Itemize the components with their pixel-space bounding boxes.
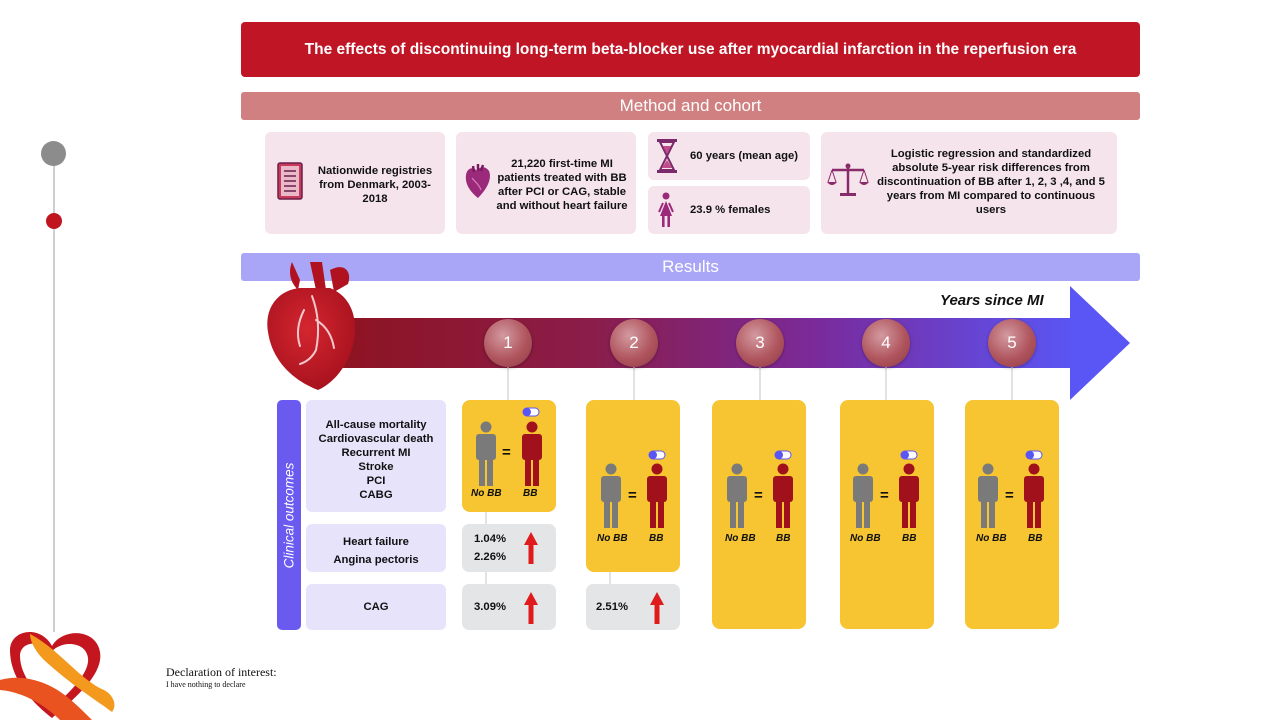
rail-node-grey[interactable]	[41, 141, 66, 166]
outcome-heart-failure: Heart failure	[343, 536, 409, 548]
no-bb-person-icon	[727, 463, 747, 528]
pill-icon	[774, 450, 792, 460]
timeline-label: Years since MI	[940, 292, 1044, 309]
registries-text: Nationwide registries from Denmark, 2003…	[317, 165, 433, 205]
year-3-comparison: = No BB BB	[712, 445, 806, 557]
outcome-cabg: CABG	[359, 489, 393, 501]
year-2-cag-value: 2.51%	[596, 601, 629, 613]
year-5-equivalence-box	[965, 400, 1059, 629]
year-1-cag-box: 3.09%	[462, 584, 556, 630]
year-1-heart-failure-value: 1.04%	[474, 533, 507, 545]
year-5-comparison: = No BB BB	[965, 445, 1059, 557]
year-4-no-bb-label: No BB	[850, 533, 881, 544]
year-5-bb-label: BB	[1028, 533, 1043, 544]
year-2-equals-sign: =	[628, 487, 637, 504]
year-1-equals-sign: =	[502, 444, 511, 461]
year-1-bb-label: BB	[523, 488, 538, 499]
outcome-angina-pectoris: Angina pectoris	[333, 554, 419, 566]
pill-icon	[900, 450, 918, 460]
outcomes-group-mortality: All-cause mortality Cardiovascular death…	[306, 400, 446, 512]
female-icon	[658, 192, 674, 227]
outcome-stroke: Stroke	[358, 461, 394, 473]
results-heading: Results	[241, 253, 1140, 281]
hourglass-icon	[657, 139, 677, 173]
analysis-text: Logistic regression and standardized abs…	[877, 148, 1105, 216]
year-4-comparison: = No BB BB	[840, 445, 934, 557]
year-1-cag-value: 3.09%	[474, 601, 507, 613]
year-3-bb-label: BB	[776, 533, 791, 544]
age-card: 60 years (mean age)	[648, 132, 810, 180]
heart-icon	[465, 164, 490, 198]
year-5-equals-sign: =	[1005, 487, 1014, 504]
outcome-cardiovascular-death: Cardiovascular death	[318, 433, 434, 445]
clinical-outcomes-bar	[277, 400, 301, 630]
outcome-pci: PCI	[366, 475, 386, 487]
year-1-marker: 1	[484, 319, 532, 367]
no-bb-person-icon	[476, 421, 496, 486]
bb-person-icon	[899, 463, 919, 528]
year-4-marker: 4	[862, 319, 910, 367]
no-bb-person-icon	[601, 463, 621, 528]
page-title: The effects of discontinuing long-term b…	[241, 22, 1140, 77]
year-4-bb-label: BB	[902, 533, 917, 544]
age-text: 60 years (mean age)	[690, 150, 799, 162]
year-1-no-bb-label: No BB	[471, 488, 502, 499]
no-bb-person-icon	[853, 463, 873, 528]
method-heading: Method and cohort	[241, 92, 1140, 120]
year-2-cag-box: 2.51%	[586, 584, 680, 630]
year-2-bb-label: BB	[649, 533, 664, 544]
year-2-marker: 2	[610, 319, 658, 367]
clinical-outcomes-wrap: Clinical outcomes	[277, 400, 301, 630]
pill-icon	[522, 407, 540, 417]
year-5-marker: 5	[988, 319, 1036, 367]
registries-card: Nationwide registries from Denmark, 2003…	[265, 132, 445, 234]
analysis-card: Logistic regression and standardized abs…	[821, 132, 1117, 234]
patients-text: 21,220 first-time MI patients treated wi…	[496, 158, 628, 212]
year-5-no-bb-label: No BB	[976, 533, 1007, 544]
outcome-all-cause-mortality: All-cause mortality	[325, 419, 427, 431]
outcomes-group-cag: CAG	[306, 584, 446, 630]
outcome-recurrent-mi: Recurrent MI	[341, 447, 411, 459]
females-card: 23.9 % females	[648, 186, 810, 234]
year-2-comparison: = No BB BB	[586, 445, 680, 557]
bb-person-icon	[773, 463, 793, 528]
anatomical-heart-icon	[267, 262, 355, 390]
up-arrow-icon	[650, 592, 664, 624]
patients-card: 21,220 first-time MI patients treated wi…	[456, 132, 636, 234]
bb-person-icon	[1024, 463, 1044, 528]
bb-person-icon	[647, 463, 667, 528]
females-text: 23.9 % females	[690, 204, 771, 216]
no-bb-person-icon	[978, 463, 998, 528]
year-3-no-bb-label: No BB	[725, 533, 756, 544]
declaration-title: Declaration of interest:	[166, 665, 277, 679]
scales-icon	[827, 163, 869, 196]
document-list-icon	[277, 162, 303, 200]
year-1-comparison: = No BB BB	[462, 400, 556, 512]
year-2-no-bb-label: No BB	[597, 533, 628, 544]
clinical-outcomes-label: Clinical outcomes	[281, 462, 297, 568]
rail-node-red[interactable]	[46, 213, 62, 229]
outcome-cag: CAG	[363, 601, 389, 613]
year-3-equals-sign: =	[754, 487, 763, 504]
pill-icon	[1025, 450, 1043, 460]
year-4-equivalence-box	[840, 400, 934, 629]
pill-icon	[648, 450, 666, 460]
slide-rail	[53, 152, 55, 632]
year-1-angina-value: 2.26%	[474, 551, 507, 563]
outcomes-group-heart-failure: Heart failure Angina pectoris	[306, 524, 446, 572]
year-4-equals-sign: =	[880, 487, 889, 504]
up-arrow-icon	[524, 592, 538, 624]
declaration-text: I have nothing to declare	[166, 680, 246, 689]
ribbon-heart-logo	[0, 632, 115, 720]
up-arrow-icon	[524, 532, 538, 564]
bb-person-icon	[522, 421, 542, 486]
year-3-marker: 3	[736, 319, 784, 367]
year-3-equivalence-box	[712, 400, 806, 629]
year-1-hf-angina-box: 1.04% 2.26%	[462, 524, 556, 572]
